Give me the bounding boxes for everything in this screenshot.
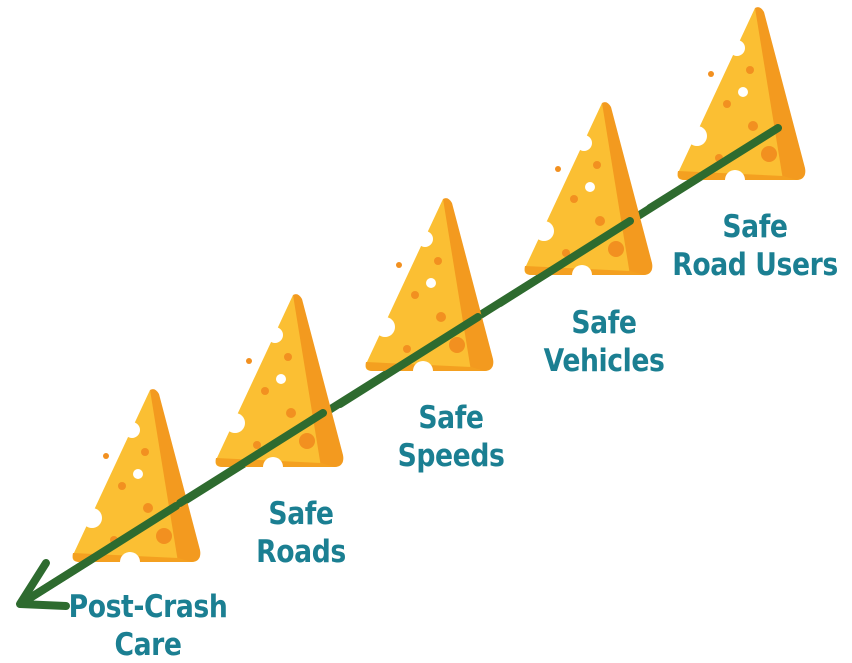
label-safe-speeds: Safe Speeds: [398, 399, 505, 475]
cheese-slice-safe-speeds: [365, 198, 494, 381]
label-line-1: Safe: [268, 496, 334, 532]
cheese-slice-safe-vehicles: [524, 102, 653, 285]
cheese-slice-safe-road-users: [677, 7, 806, 190]
label-line-2: Road Users: [672, 247, 838, 283]
label-line-1: Safe: [722, 209, 788, 245]
label-safe-vehicles: Safe Vehicles: [544, 304, 665, 380]
label-line-2: Roads: [256, 534, 346, 570]
label-safe-roads: Safe Roads: [256, 495, 346, 571]
label-post-crash-care: Post-Crash Care: [69, 588, 228, 663]
label-line-2: Care: [114, 627, 182, 663]
label-line-1: Safe: [571, 305, 637, 341]
label-line-2: Speeds: [397, 438, 505, 474]
label-safe-road-users: Safe Road Users: [672, 208, 838, 284]
label-line-2: Vehicles: [543, 343, 665, 379]
arrow-head: [16, 559, 70, 610]
label-line-1: Post-Crash: [68, 589, 228, 625]
cheese-slice-post-crash-care: [72, 389, 201, 572]
label-line-1: Safe: [418, 400, 484, 436]
cheese-slice-safe-roads: [215, 294, 344, 477]
